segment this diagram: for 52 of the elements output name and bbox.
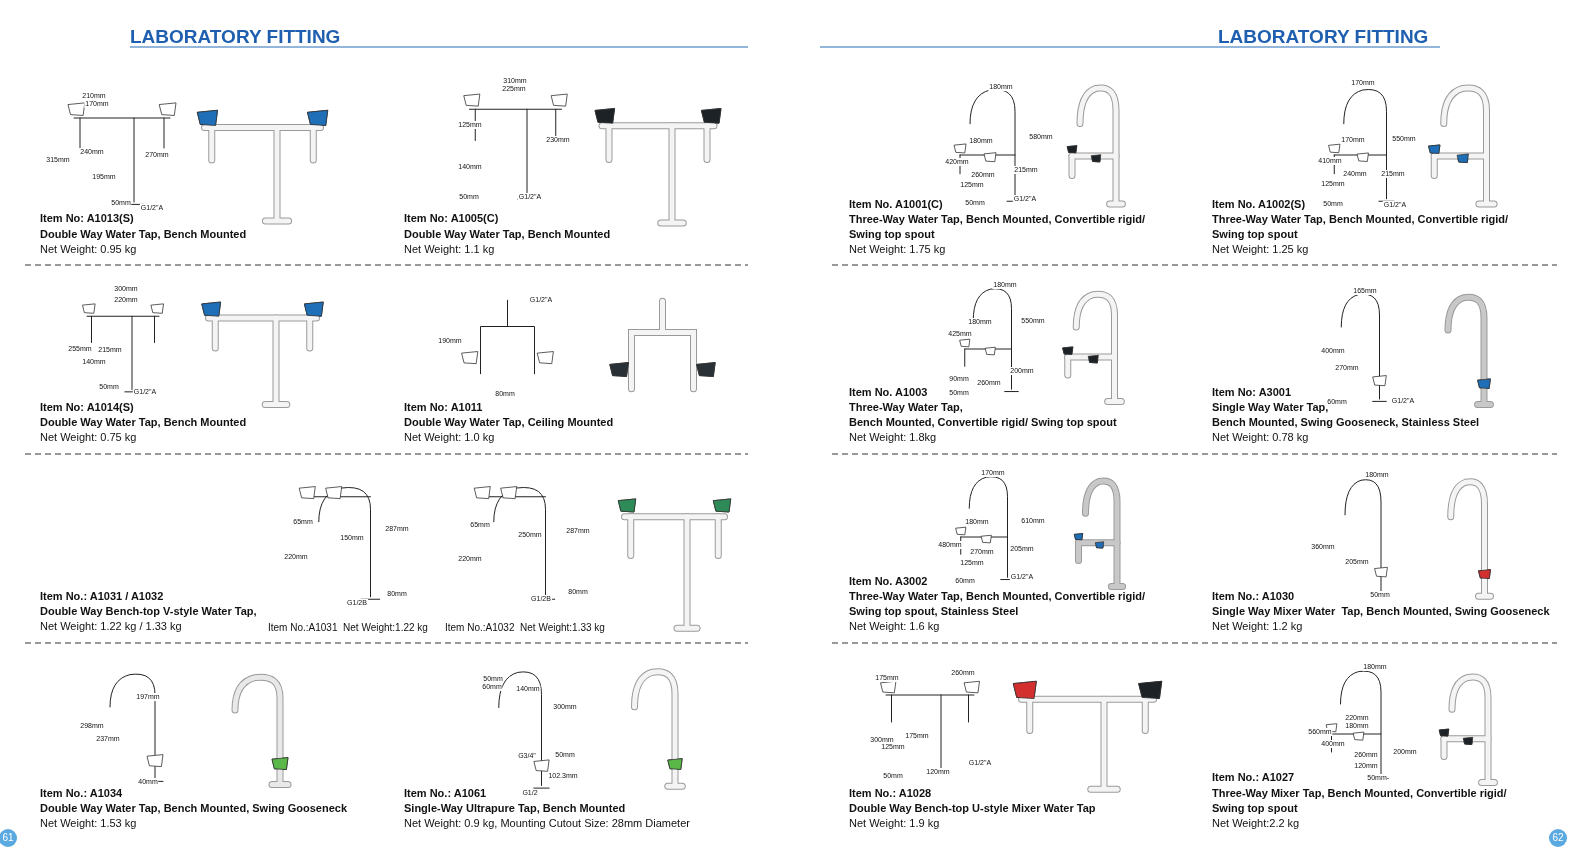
net-weight: Net Weight: 1.2 kg [1212, 619, 1303, 634]
item-number: Item No: A1011 [404, 400, 483, 415]
item-number: Item No: A1014(S) [40, 400, 134, 415]
item-number: Item No.: A1028 [849, 786, 932, 801]
net-weight: Net Weight:2.2 kg [1212, 816, 1300, 831]
item-number: Item No.: A1027 [1212, 770, 1295, 785]
net-weight: Net Weight: 1.1 kg [404, 242, 495, 257]
product-description: Double Way Water Tap, Bench Mounted [404, 227, 611, 242]
net-weight: Net Weight: 1.53 kg [40, 816, 137, 831]
net-weight: Net Weight: 1.9 kg [849, 816, 940, 831]
item-number: Item No: A3001 [1212, 385, 1292, 400]
product-description: Double Way Water Tap, Ceiling Mounted [404, 415, 614, 430]
product-description: Three-Way Water Tap, Bench Mounted, Convertible rigid/ Swing top spout [849, 212, 1146, 242]
net-weight: Net Weight: 1.25 kg [1212, 242, 1309, 257]
product-description: Double Way Water Tap, Bench Mounted [40, 227, 247, 242]
item-number: Item No. A1003 [849, 385, 928, 400]
product-description: Bench Mounted, Convertible rigid/ Swing top spout [849, 415, 1117, 430]
item-number: Item No. A1002(S) [1212, 197, 1306, 212]
page-number: 62 [1549, 829, 1567, 847]
product-description: Double Way Bench-top V-style Water Tap, [40, 604, 257, 619]
net-weight: Net Weight: 0.78 kg [1212, 430, 1309, 445]
net-weight: Net Weight: 1.6 kg [849, 619, 940, 634]
item-number: Item No.: A1034 [40, 786, 123, 801]
product-description: Three-Way Water Tap, Bench Mounted, Convertible rigid/ Swing top spout [1212, 212, 1509, 242]
net-weight: Net Weight: 1.75 kg [849, 242, 946, 257]
product-description: Three-Way Mixer Tap, Bench Mounted, Convertible rigid/ Swing top spout [1212, 786, 1508, 816]
product-description: Three-Way Water Tap, Bench Mounted, Convertible rigid/ Swing top spout, Stainless Steel [849, 589, 1146, 619]
product-description: Bench Mounted, Swing Gooseneck, Stainless Steel [1212, 415, 1480, 430]
net-weight: Net Weight: 1.0 kg [404, 430, 495, 445]
item-number: Item No: A1005(C) [404, 211, 499, 226]
net-weight: Net Weight: 1.22 kg / 1.33 kg [40, 619, 182, 634]
net-weight: Net Weight: 0.75 kg [40, 430, 137, 445]
page-heading: LABORATORY FITTING [130, 26, 341, 48]
page-number: 61 [0, 829, 17, 847]
product-description: Double Way Water Tap, Bench Mounted [40, 415, 247, 430]
item-number: Item No.: A1031 / A1032 [40, 589, 164, 604]
product-description: Single-Way Ultrapure Tap, Bench Mounted [404, 801, 626, 816]
net-weight: Net Weight: 0.9 kg, Mounting Cutout Size: 28mm Diameter [404, 816, 690, 831]
page-heading: LABORATORY FITTING [1218, 26, 1429, 48]
net-weight: Net Weight: 0.95 kg [40, 242, 137, 257]
item-number: Item No: A1013(S) [40, 211, 134, 226]
product-description: Single Way Mixer Water Tap, Bench Mounted, Swing Gooseneck [1212, 604, 1550, 619]
product-description: Double Way Water Tap, Bench Mounted, Swing Gooseneck [40, 801, 347, 816]
product-description: Double Way Bench-top U-style Mixer Water Tap [849, 801, 1096, 816]
item-number: Item No.: A1061 [404, 786, 487, 801]
net-weight: Net Weight: 1.8kg [849, 430, 937, 445]
item-number: Item No. A3002 [849, 574, 928, 589]
item-number: Item No.: A1030 [1212, 589, 1295, 604]
product-description: Three-Way Water Tap, [849, 400, 963, 415]
item-caption: Item No.:A1032 Net Weight:1.33 kg [445, 621, 605, 635]
item-caption: Item No.:A1031 Net Weight:1.22 kg [268, 621, 428, 635]
item-number: Item No. A1001(C) [849, 197, 943, 212]
